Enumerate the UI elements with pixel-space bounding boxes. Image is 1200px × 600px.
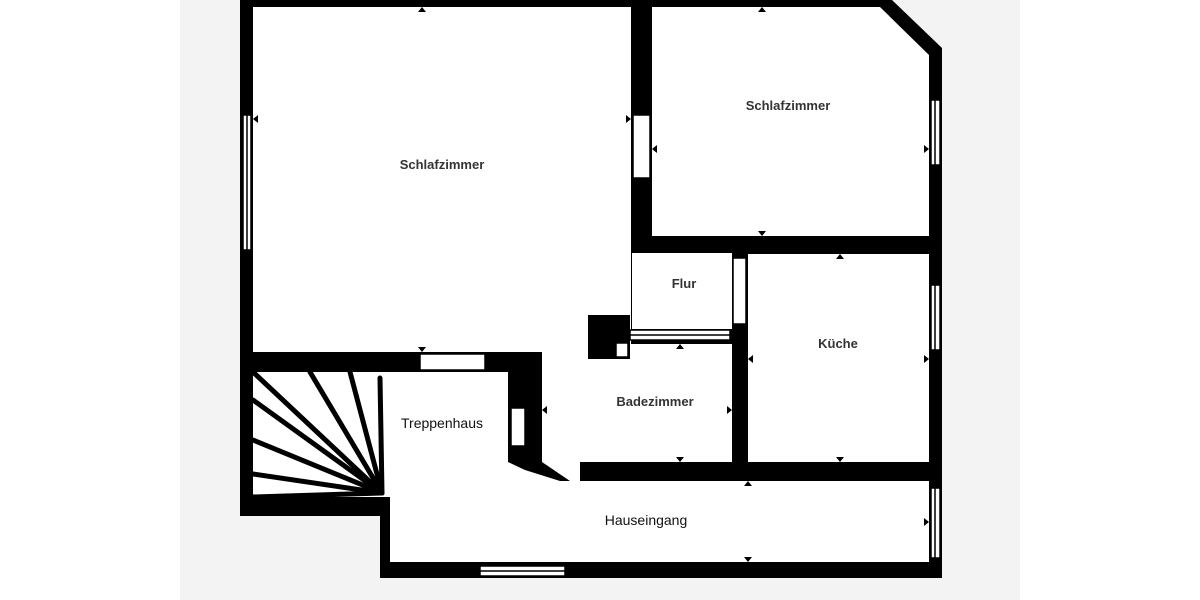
room-bathroom: [542, 344, 732, 462]
wall-entrance-diagonal: [508, 462, 570, 481]
room-bedroom-small: [652, 7, 929, 236]
window-stair-corner: [510, 407, 526, 447]
floor-plan-svg: Schlafzimmer Schlafzimmer Flur Küche Bad…: [240, 0, 942, 578]
window-small-bedroom-east: [930, 99, 941, 166]
staircase: [250, 369, 385, 500]
label-kitchen: Küche: [818, 336, 858, 351]
window-bedroom-west: [242, 114, 252, 251]
window-hallway: [732, 257, 747, 325]
label-entrance: Hauseingang: [605, 512, 688, 528]
floor-plan: Schlafzimmer Schlafzimmer Flur Küche Bad…: [180, 0, 1020, 600]
label-bathroom: Badezimmer: [616, 394, 693, 409]
room-entrance-passage: [390, 462, 580, 562]
window-kitchen-east: [930, 284, 941, 351]
dimension-markers: [253, 7, 929, 562]
window-bedroom-partition: [632, 114, 651, 179]
label-stairwell: Treppenhaus: [401, 415, 483, 431]
room-hallway: [632, 253, 732, 329]
room-bedroom-large: [253, 7, 631, 352]
window-pillar: [615, 342, 629, 358]
label-bedroom-large: Schlafzimmer: [400, 157, 485, 172]
window-entrance-south: [479, 565, 566, 577]
label-bedroom-small: Schlafzimmer: [746, 98, 831, 113]
window-entrance-east: [930, 487, 941, 559]
room-kitchen: [748, 254, 929, 462]
window-bedroom-south: [419, 353, 486, 371]
window-bath-north: [629, 329, 731, 341]
room-entrance: [560, 481, 929, 562]
label-hallway: Flur: [672, 276, 697, 291]
